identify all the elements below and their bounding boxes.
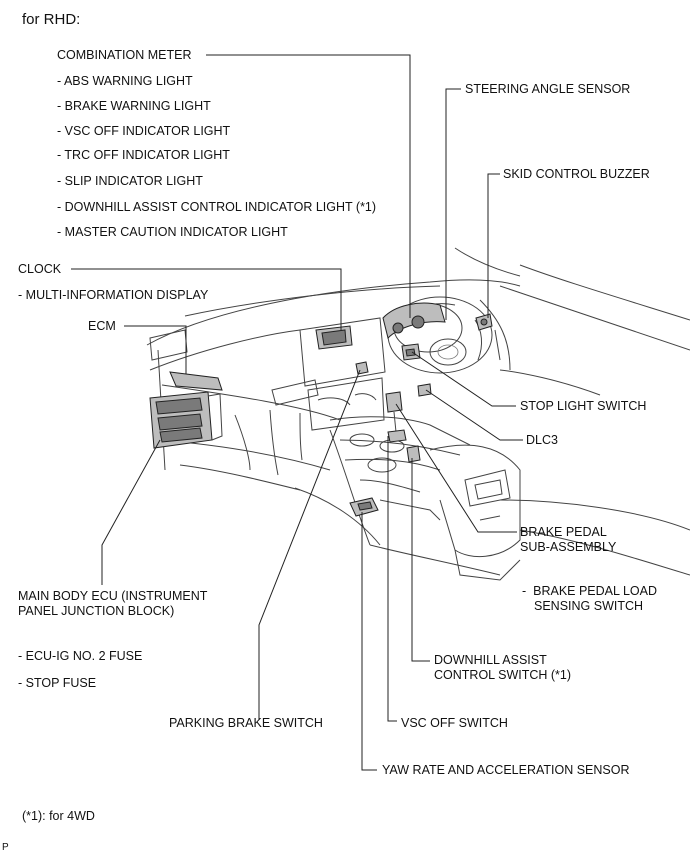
stop-light-switch-shape (401, 343, 421, 361)
ecm-shape (149, 329, 223, 391)
page-header: for RHD: (22, 11, 81, 28)
label-skid-control-buzzer: SKID CONTROL BUZZER (503, 167, 650, 181)
skid-control-buzzer-shape (475, 313, 493, 331)
label-downhill-indicator: - DOWNHILL ASSIST CONTROL INDICATOR LIGH… (57, 200, 377, 214)
label-yaw-rate-sensor: YAW RATE AND ACCELERATION SENSOR (382, 763, 630, 777)
footnote: (*1): for 4WD (22, 809, 95, 823)
yaw-rate-sensor-shape (349, 497, 379, 517)
dlc3-shape (417, 383, 432, 397)
label-trc-off-indicator: - TRC OFF INDICATOR LIGHT (57, 148, 230, 162)
label-ecm: ECM (88, 319, 116, 333)
label-combination-meter: COMBINATION METER (57, 48, 192, 62)
main-body-ecu-shape (149, 391, 223, 449)
downhill-switch-shape (406, 445, 421, 463)
label-brake-pedal-load-sensing-switch: - BRAKE PEDAL LOAD SENSING SWITCH (522, 584, 658, 613)
label-multi-information-display: - MULTI-INFORMATION DISPLAY (18, 288, 209, 302)
parking-brake-switch-shape (355, 361, 369, 375)
label-brake-warning-light: - BRAKE WARNING LIGHT (57, 99, 211, 113)
label-steering-angle-sensor: STEERING ANGLE SENSOR (465, 82, 631, 96)
label-dlc3: DLC3 (526, 433, 558, 447)
label-clock: CLOCK (18, 262, 62, 276)
dashboard-outline (146, 247, 690, 581)
label-abs-warning-light: - ABS WARNING LIGHT (57, 74, 193, 88)
label-slip-indicator: - SLIP INDICATOR LIGHT (57, 174, 203, 188)
label-master-caution: - MASTER CAUTION INDICATOR LIGHT (57, 225, 288, 239)
label-vsc-off-indicator: - VSC OFF INDICATOR LIGHT (57, 124, 231, 138)
figure-code: P (2, 842, 9, 853)
label-stop-fuse: - STOP FUSE (18, 676, 97, 690)
label-vsc-off-switch: VSC OFF SWITCH (401, 716, 508, 730)
label-parking-brake-switch: PARKING BRAKE SWITCH (169, 716, 323, 730)
leader-lines (71, 54, 523, 771)
label-stop-light-switch: STOP LIGHT SWITCH (520, 399, 647, 413)
label-ecu-ig-no2-fuse: - ECU-IG NO. 2 FUSE (18, 649, 143, 663)
clock-display-shape (315, 325, 353, 350)
combination-meter-shape (382, 302, 446, 339)
